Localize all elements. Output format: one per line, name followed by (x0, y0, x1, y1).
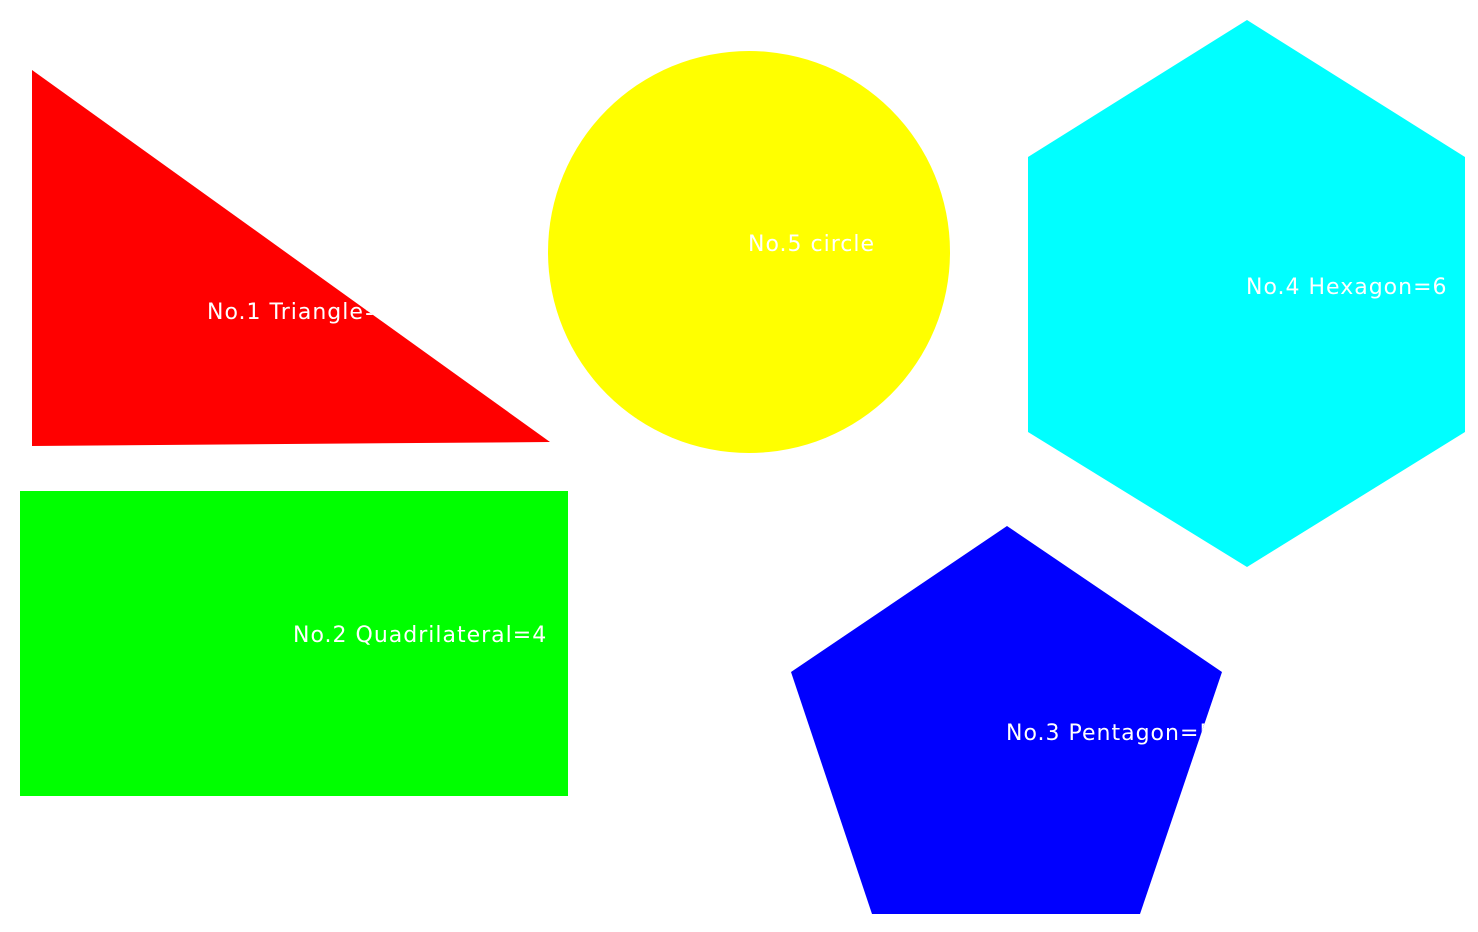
circle-label: No.5 circle (748, 232, 875, 257)
pentagon-shape (791, 526, 1222, 914)
quadrilateral-group: No.2 Quadrilateral=4 (20, 491, 568, 796)
hexagon-group: No.4 Hexagon=6 (1028, 20, 1465, 567)
triangle-shape (32, 70, 550, 446)
quadrilateral-label: No.2 Quadrilateral=4 (293, 623, 547, 648)
quadrilateral-shape (20, 491, 568, 796)
circle-shape (548, 51, 950, 453)
circle-group: No.5 circle (548, 51, 950, 453)
triangle-group: No.1 Triangle=3 (32, 70, 550, 446)
pentagon-label: No.3 Pentagon=5 (1006, 721, 1214, 746)
hexagon-label: No.4 Hexagon=6 (1246, 275, 1448, 300)
pentagon-group: No.3 Pentagon=5 (791, 526, 1222, 914)
triangle-label: No.1 Triangle=3 (207, 300, 398, 325)
hexagon-shape (1028, 20, 1465, 567)
